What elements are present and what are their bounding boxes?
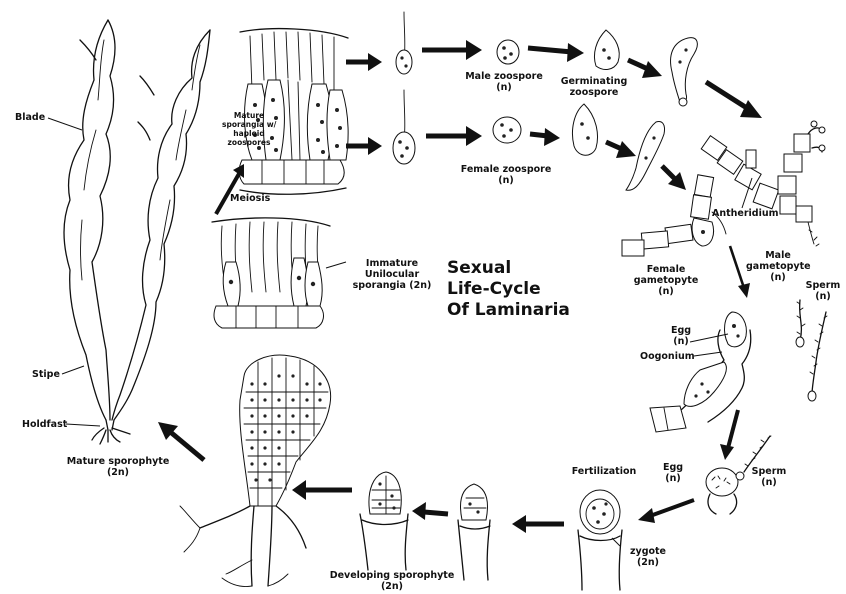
label-blade: Blade — [15, 112, 45, 123]
label-female-zoospore: Female zoospore (n) — [450, 164, 562, 186]
label-immature-sporangia: Immature Unilocular sporangia (2n) — [344, 258, 440, 291]
label-oogonium: Oogonium — [640, 351, 695, 362]
developing-sporophyte-illustrations — [360, 472, 490, 580]
egg-cell-top — [725, 312, 747, 347]
label-male-zoospore: Male zoospore (n) — [456, 71, 552, 93]
label-mature-sporangia: Mature sporangia w/ haploid zoospores — [222, 111, 276, 147]
female-gametophyte-illustration — [622, 175, 726, 256]
kelp-sporophyte-illustration — [48, 20, 210, 444]
label-holdfast: Holdfast — [22, 419, 67, 430]
sperm-chain-illustration — [796, 300, 827, 401]
meiosis-arrow — [216, 164, 244, 214]
kelp-holdfast — [92, 428, 130, 444]
label-antheridium: Antheridium — [712, 208, 779, 219]
female-zoospore-cell — [493, 117, 521, 143]
label-fertilization: Fertilization — [566, 466, 642, 477]
young-sporophyte-illustration — [180, 355, 331, 586]
label-meiosis: Meiosis — [230, 193, 270, 204]
zygote-illustration — [578, 490, 622, 590]
label-zygote: zygote (2n) — [624, 546, 672, 568]
label-germinating-zoospore: Germinating zoospore — [556, 76, 632, 98]
label-egg-fertilization: Egg (n) — [658, 462, 688, 484]
label-sperm-fertilization: Sperm (n) — [746, 466, 792, 488]
kelp-blade-left — [64, 20, 108, 420]
male-gametophyte-illustration — [701, 121, 825, 246]
label-sperm-top: Sperm (n) — [804, 280, 842, 302]
germinating-zoospore-cell — [594, 30, 619, 69]
kelp-blade-right — [112, 30, 210, 420]
label-mature-sporophyte: Mature sporophyte (2n) — [54, 456, 182, 478]
diagram-title: Sexual Life-Cycle Of Laminaria — [447, 258, 570, 321]
label-female-gametophyte: Female gametopyte (n) — [632, 264, 700, 297]
label-egg-oogonium: Egg (n) — [666, 325, 696, 347]
immature-sporangia-illustration — [212, 218, 346, 328]
label-male-gametophyte: Male gametopyte (n) — [746, 250, 810, 283]
label-stipe: Stipe — [32, 369, 60, 380]
label-developing-sporophyte: Developing sporophyte (2n) — [322, 570, 462, 592]
male-zoospore-cell — [497, 40, 519, 64]
